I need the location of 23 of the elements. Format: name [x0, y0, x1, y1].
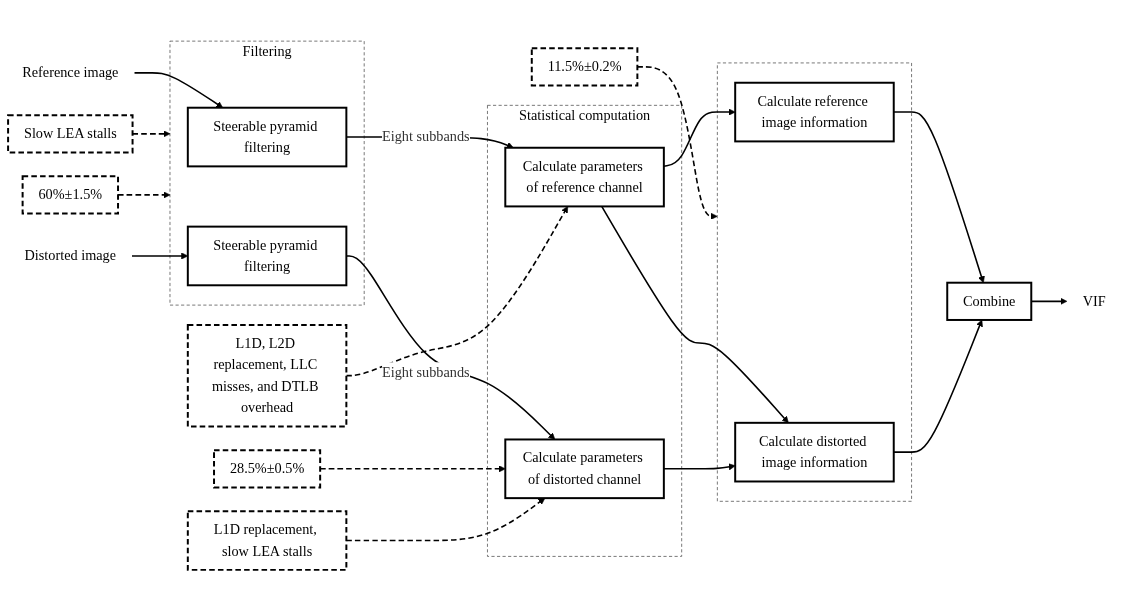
node-box: Combine: [946, 281, 1033, 321]
node-text: Distorted image: [24, 247, 117, 264]
cluster: [716, 62, 912, 502]
arrow: [663, 108, 736, 168]
edge-label: Eight subbands: [382, 364, 470, 381]
node-text: VIF: [1082, 293, 1106, 309]
node-box: 60%±1.5%: [21, 175, 120, 215]
node-text: Reference image: [22, 64, 119, 81]
node-box: Steerable pyramid filtering: [186, 106, 348, 168]
node-box: 28.5%±0.5%: [213, 449, 322, 489]
node-box: Steerable pyramid filtering: [186, 225, 348, 287]
arrow: [133, 72, 224, 109]
node-box: Calculate distorted image information: [734, 421, 895, 483]
node-box: Calculate reference image information: [734, 81, 895, 143]
node-box: L1D, L2D replacement, LLC misses, and DTLB overhead: [186, 323, 348, 428]
node-box: Calculate parameters of distorted channel: [504, 438, 665, 500]
arrow: [663, 463, 736, 471]
node-box: L1D replacement, slow LEA stalls: [186, 510, 348, 571]
edge-label: Eight subbands: [382, 128, 470, 145]
node-box: Slow LEA stalls: [7, 114, 134, 154]
node-box: 11.5%±0.2%: [530, 47, 639, 87]
arrow: [600, 205, 789, 424]
node-box: Calculate parameters of reference channel: [504, 146, 665, 208]
